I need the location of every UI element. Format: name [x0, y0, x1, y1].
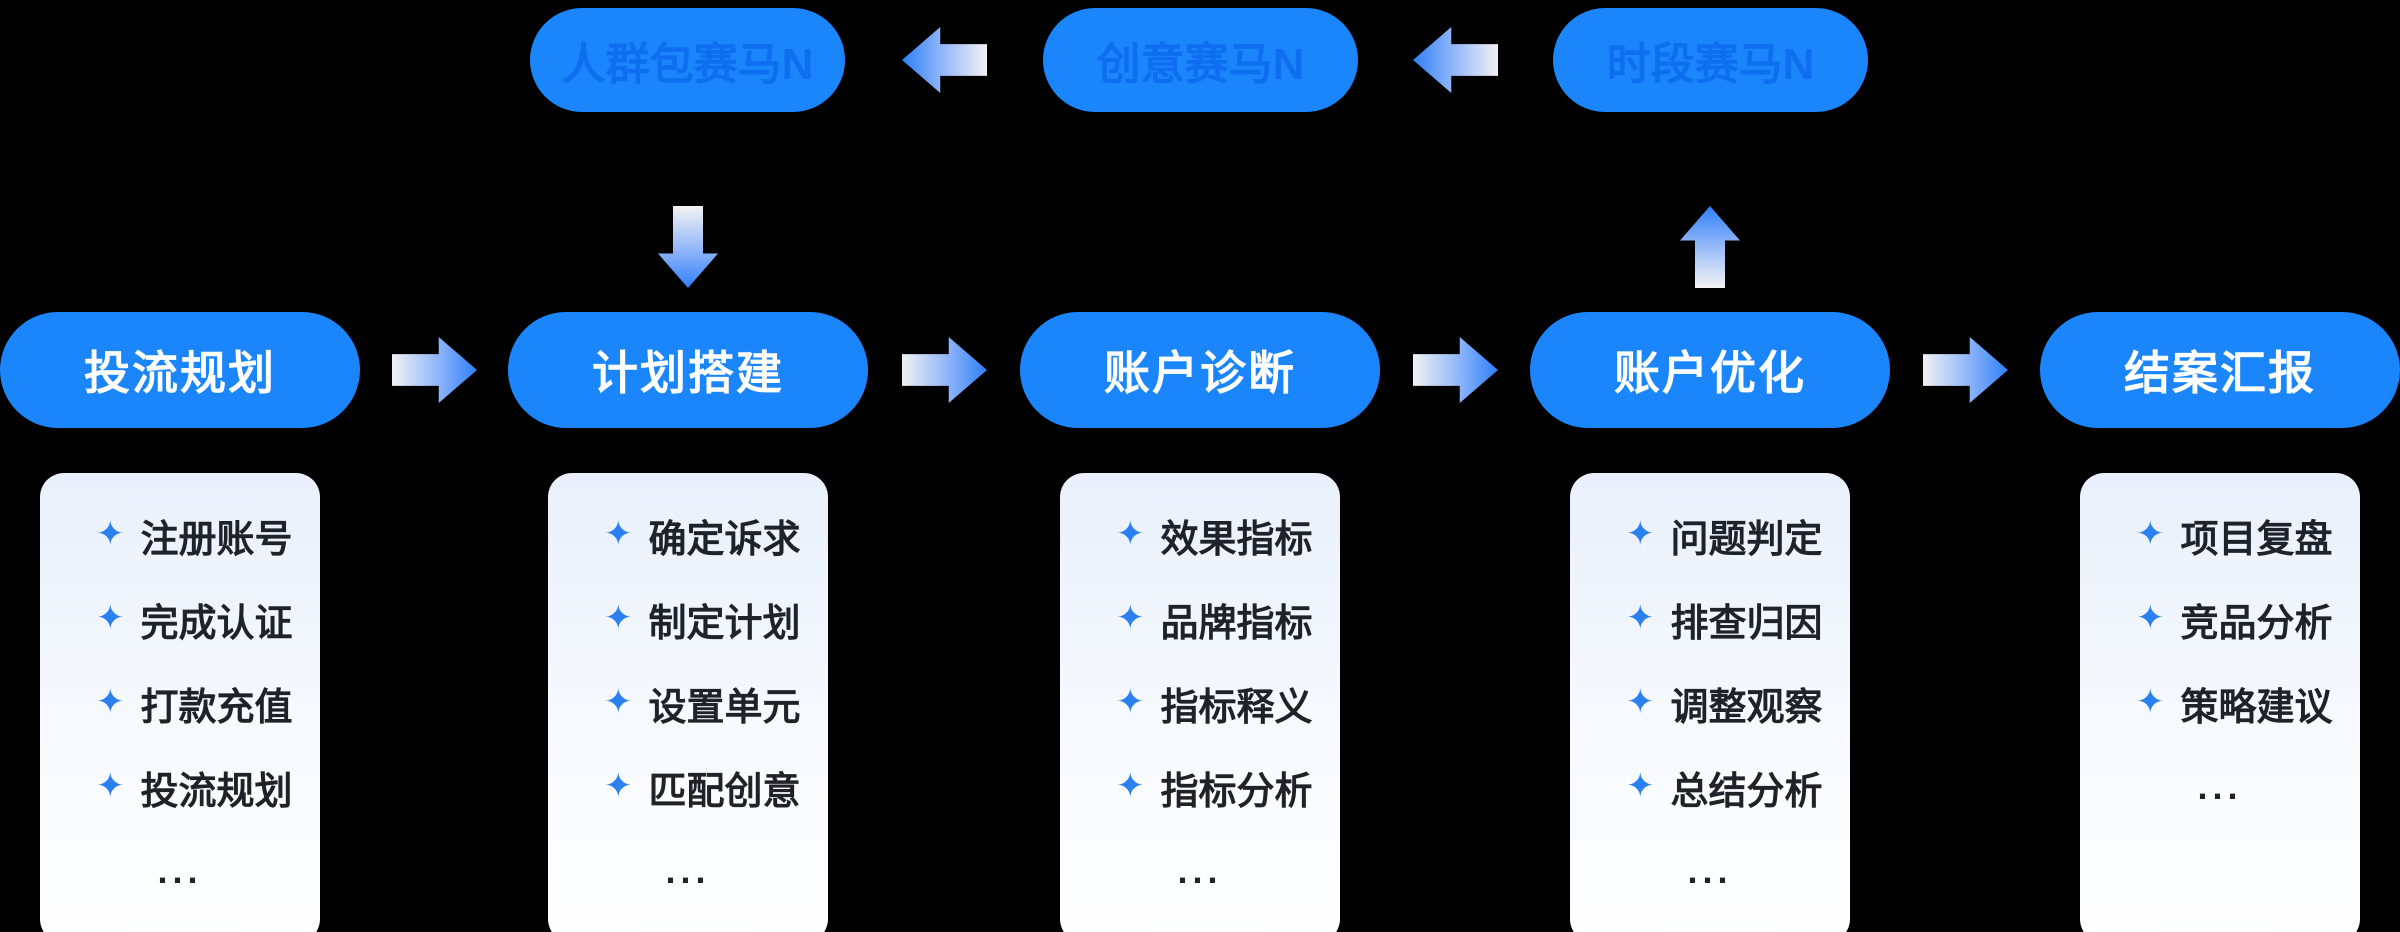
list-item: ✦ 指标释义	[1060, 661, 1340, 745]
list-item-label: 投流规划	[140, 770, 293, 813]
diamond-bullet-icon: ✦	[1116, 515, 1145, 553]
list-item-label: 排查归因	[1670, 602, 1823, 645]
top-pill-creative-race: 创意赛马N	[1043, 8, 1358, 112]
stage-card-diagnosis: ✦ 效果指标 ✦ 品牌指标 ✦ 指标释义 ✦ 指标分析 ...	[1060, 473, 1340, 932]
list-item: ✦ 策略建议	[2080, 661, 2360, 745]
stage-pill-setup: 计划搭建	[508, 312, 868, 428]
stage-pill-planning: 投流规划	[0, 312, 360, 428]
list-item-label: 指标分析	[1160, 770, 1313, 813]
stage-card-planning: ✦ 注册账号 ✦ 完成认证 ✦ 打款充值 ✦ 投流规划 ...	[40, 473, 320, 932]
more-ellipsis: ...	[1687, 850, 1733, 891]
list-item: ✦ 设置单元	[548, 661, 828, 745]
diamond-bullet-icon: ✦	[1626, 599, 1655, 637]
stage-pill-diagnosis: 账户诊断	[1020, 312, 1380, 428]
list-item: ✦ 打款充值	[40, 661, 320, 745]
list-item-label: 匹配创意	[648, 770, 801, 813]
list-item: ✦ 品牌指标	[1060, 577, 1340, 661]
list-item-label: 设置单元	[648, 686, 801, 729]
diamond-bullet-icon: ✦	[96, 599, 125, 637]
more-ellipsis: ...	[2197, 766, 2243, 807]
list-item-label: 确定诉求	[648, 518, 801, 561]
list-item-label: 项目复盘	[2180, 518, 2333, 561]
stage-pill-label: 计划搭建	[592, 347, 784, 399]
list-item-label: 指标释义	[1160, 686, 1313, 729]
arrow-left-icon	[1413, 27, 1498, 93]
arrow-left-icon	[902, 27, 987, 93]
arrow-right-icon	[902, 337, 987, 403]
diamond-bullet-icon: ✦	[2136, 683, 2165, 721]
stage-pill-label: 账户优化	[1614, 347, 1806, 399]
list-item: ✦ 问题判定	[1570, 493, 1850, 577]
arrow-up-icon	[1680, 206, 1740, 288]
diamond-bullet-icon: ✦	[2136, 515, 2165, 553]
list-item-label: 打款充值	[140, 686, 293, 729]
top-pill-label: 人群包赛马N	[561, 40, 814, 89]
diamond-bullet-icon: ✦	[1116, 683, 1145, 721]
stage-pill-report: 结案汇报	[2040, 312, 2400, 428]
arrow-down-icon	[658, 206, 718, 288]
list-item-label: 注册账号	[140, 518, 293, 561]
list-item-label: 竞品分析	[2180, 602, 2333, 645]
stage-pill-optimization: 账户优化	[1530, 312, 1890, 428]
top-pill-timeslot-race: 时段赛马N	[1553, 8, 1868, 112]
arrow-right-icon	[1923, 337, 2008, 403]
list-item: ✦ 调整观察	[1570, 661, 1850, 745]
list-item-label: 效果指标	[1160, 518, 1313, 561]
diamond-bullet-icon: ✦	[604, 515, 633, 553]
list-item: ✦ 完成认证	[40, 577, 320, 661]
diamond-bullet-icon: ✦	[604, 767, 633, 805]
list-item: ✦ 效果指标	[1060, 493, 1340, 577]
stage-card-optimization: ✦ 问题判定 ✦ 排查归因 ✦ 调整观察 ✦ 总结分析 ...	[1570, 473, 1850, 932]
list-item: ✦ 指标分析	[1060, 745, 1340, 829]
list-item: ✦ 匹配创意	[548, 745, 828, 829]
more-ellipsis: ...	[1177, 850, 1223, 891]
diamond-bullet-icon: ✦	[1116, 767, 1145, 805]
list-item: ✦ 排查归因	[1570, 577, 1850, 661]
stage-pill-label: 账户诊断	[1104, 347, 1296, 399]
list-item: ✦ 总结分析	[1570, 745, 1850, 829]
diamond-bullet-icon: ✦	[96, 767, 125, 805]
stage-pill-label: 投流规划	[84, 347, 276, 399]
list-item: ✦ 注册账号	[40, 493, 320, 577]
more-ellipsis: ...	[157, 850, 203, 891]
diamond-bullet-icon: ✦	[1626, 683, 1655, 721]
top-pill-label: 时段赛马N	[1606, 40, 1815, 89]
list-item: ✦ 制定计划	[548, 577, 828, 661]
stage-card-report: ✦ 项目复盘 ✦ 竞品分析 ✦ 策略建议 ...	[2080, 473, 2360, 932]
list-item-label: 策略建议	[2180, 686, 2333, 729]
list-item-label: 完成认证	[140, 602, 293, 645]
list-item-label: 品牌指标	[1160, 602, 1313, 645]
diamond-bullet-icon: ✦	[1626, 767, 1655, 805]
diamond-bullet-icon: ✦	[96, 683, 125, 721]
diamond-bullet-icon: ✦	[1116, 599, 1145, 637]
more-ellipsis: ...	[665, 850, 711, 891]
list-item: ✦ 项目复盘	[2080, 493, 2360, 577]
list-item: ✦ 竞品分析	[2080, 577, 2360, 661]
list-item: ✦ 投流规划	[40, 745, 320, 829]
top-pill-audience-race: 人群包赛马N	[530, 8, 845, 112]
list-item-label: 总结分析	[1670, 770, 1823, 813]
arrow-right-icon	[1413, 337, 1498, 403]
arrow-right-icon	[392, 337, 477, 403]
diamond-bullet-icon: ✦	[1626, 515, 1655, 553]
stage-pill-label: 结案汇报	[2124, 347, 2316, 399]
list-item: ✦ 确定诉求	[548, 493, 828, 577]
diamond-bullet-icon: ✦	[2136, 599, 2165, 637]
list-item-label: 问题判定	[1670, 518, 1823, 561]
list-item-label: 制定计划	[648, 602, 801, 645]
top-pill-label: 创意赛马N	[1096, 40, 1305, 89]
diamond-bullet-icon: ✦	[604, 683, 633, 721]
diamond-bullet-icon: ✦	[96, 515, 125, 553]
stage-card-setup: ✦ 确定诉求 ✦ 制定计划 ✦ 设置单元 ✦ 匹配创意 ...	[548, 473, 828, 932]
list-item-label: 调整观察	[1670, 686, 1823, 729]
diamond-bullet-icon: ✦	[604, 599, 633, 637]
